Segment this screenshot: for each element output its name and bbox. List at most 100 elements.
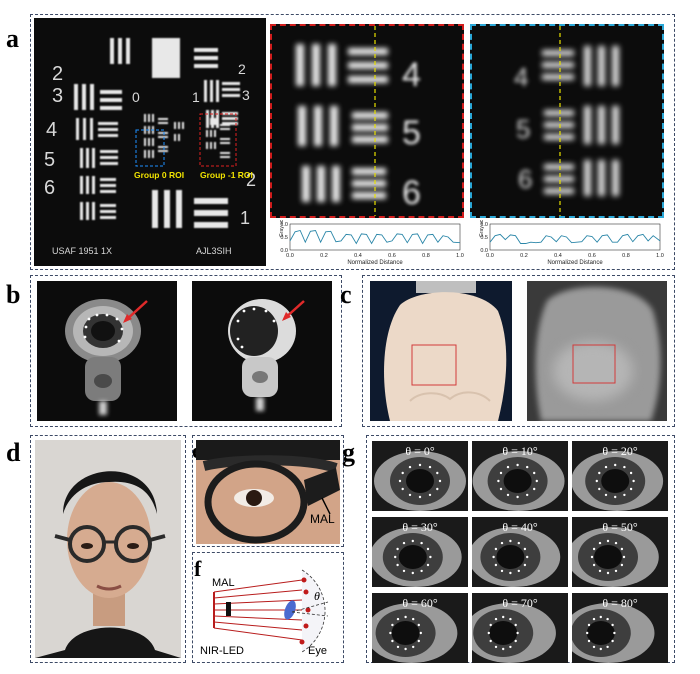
gaze-tile: θ = 80° bbox=[572, 593, 668, 663]
hand-visible-drawing bbox=[384, 281, 507, 421]
y-tick-label: 0.5 bbox=[280, 235, 288, 241]
x-tick-label: 0.4 bbox=[354, 253, 362, 259]
optical-schematic-drawing: MAL NIR-LED Eye θ bbox=[200, 569, 329, 657]
led-ring-drawing-2 bbox=[228, 299, 305, 411]
target-digit: 1 bbox=[192, 89, 200, 105]
eye-image bbox=[374, 451, 466, 511]
x-tick-label: 1.0 bbox=[456, 253, 464, 259]
x-tick-label: 0.8 bbox=[622, 253, 630, 259]
blue-zoom-digit: 6 bbox=[518, 164, 532, 194]
group-minus1-zoom-image: 4 5 6 bbox=[270, 24, 464, 218]
gaze-angle-label: θ = 40° bbox=[502, 520, 538, 534]
y-axis-label: Gray scale bbox=[479, 220, 485, 237]
roi-box bbox=[411, 344, 457, 386]
target-digit: 5 bbox=[44, 149, 55, 171]
y-axis-label: Gray scale bbox=[279, 220, 285, 237]
x-tick-label: 0.2 bbox=[320, 253, 328, 259]
panel-e-frame bbox=[192, 435, 344, 547]
gaze-angle-label: θ = 80° bbox=[602, 596, 638, 610]
x-tick-label: 0.4 bbox=[554, 253, 562, 259]
red-zoom-digit: 5 bbox=[402, 114, 421, 152]
plot-area bbox=[489, 223, 661, 251]
target-digit: 1 bbox=[240, 208, 250, 228]
x-axis-label: Normalized Distance bbox=[347, 260, 403, 266]
y-tick-label: 1.0 bbox=[280, 222, 288, 228]
series-line bbox=[489, 233, 661, 244]
y-tick-label: 0.0 bbox=[280, 248, 288, 254]
gaze-tile: θ = 30° bbox=[372, 517, 468, 587]
panel-d-frame bbox=[30, 435, 186, 663]
wearer-portrait-drawing bbox=[35, 471, 181, 658]
gaze-tile: θ = 40° bbox=[472, 517, 568, 587]
hand-photo-nir bbox=[527, 281, 667, 421]
panel-b-frame bbox=[30, 275, 342, 427]
led-ring-photo-1 bbox=[37, 281, 177, 421]
panel-label-b: b bbox=[6, 280, 21, 309]
target-digit: 3 bbox=[52, 85, 63, 107]
target-digit: 2 bbox=[238, 61, 246, 77]
target-digit: 3 bbox=[242, 87, 250, 103]
eye-image bbox=[472, 451, 565, 511]
eye-closeup-drawing bbox=[196, 440, 340, 544]
eye-image bbox=[572, 527, 659, 587]
mal-lens-icon bbox=[226, 602, 231, 616]
gaze-angle-label: θ = 50° bbox=[602, 520, 638, 534]
panel-label-a: a bbox=[6, 24, 19, 53]
usaf-target-drawing: 2 3 4 5 6 0 1 2 3 2 1 USAF 1951 1X AJL3S… bbox=[44, 38, 256, 256]
panel-label-g: g bbox=[342, 438, 355, 467]
panel-label-c: c bbox=[340, 280, 352, 309]
hand-nir-drawing bbox=[535, 287, 661, 421]
blue-zoom-digit: 5 bbox=[516, 114, 530, 144]
gaze-tile: θ = 10° bbox=[472, 441, 568, 511]
gaze-angle-label: θ = 70° bbox=[502, 596, 538, 610]
x-tick-label: 0.8 bbox=[422, 253, 430, 259]
gaze-angle-label: θ = 60° bbox=[402, 596, 438, 610]
x-tick-label: 1.0 bbox=[656, 253, 664, 259]
y-tick-label: 1.0 bbox=[480, 222, 488, 228]
x-axis-label: Normalized Distance bbox=[547, 260, 603, 266]
target-caption-left: USAF 1951 1X bbox=[52, 246, 112, 256]
x-tick-label: 0.2 bbox=[520, 253, 528, 259]
eye-image bbox=[472, 527, 561, 587]
roi-box bbox=[572, 344, 616, 384]
group1-roi-box bbox=[199, 113, 237, 167]
x-tick-label: 0.6 bbox=[388, 253, 396, 259]
group0-roi-label: Group 0 ROI bbox=[134, 170, 185, 180]
gaze-angle-label: θ = 10° bbox=[502, 444, 538, 458]
y-tick-label: 0.0 bbox=[480, 248, 488, 254]
eye-image bbox=[572, 603, 655, 663]
plot-area bbox=[289, 223, 461, 251]
target-digit: 0 bbox=[132, 89, 140, 105]
eye-image bbox=[472, 603, 556, 663]
blue-zoom-digit: 4 bbox=[514, 62, 528, 92]
mal-label: MAL bbox=[310, 512, 335, 526]
panel-c-frame bbox=[362, 275, 675, 427]
x-tick-label: 0.6 bbox=[588, 253, 596, 259]
gaze-angle-label: θ = 0° bbox=[405, 444, 435, 458]
blue-zoom-bars: 4 5 6 bbox=[514, 26, 619, 216]
profile-chart-blue-svg: Gray scale 0.0 0.5 1.0 0.0 0.2 0.4 0.6 0.8 1.0Nor… bbox=[479, 213, 664, 266]
eye-image bbox=[372, 603, 458, 663]
group1-roi-label: Group -1 ROI bbox=[200, 170, 253, 180]
panel-label-f: f bbox=[194, 556, 202, 581]
gaze-tile: θ = 50° bbox=[572, 517, 668, 587]
target-digit: 6 bbox=[44, 177, 55, 199]
y-tick-label: 0.5 bbox=[480, 235, 488, 241]
red-zoom-digit: 4 bbox=[402, 56, 421, 94]
eye-image bbox=[372, 527, 462, 587]
optical-schematic: MAL NIR-LED Eye θ bbox=[196, 556, 340, 660]
schematic-theta-label: θ bbox=[314, 589, 320, 603]
gaze-tile: θ = 20° bbox=[572, 441, 668, 511]
panel-f-frame bbox=[192, 552, 344, 663]
usaf-target-image: 2 3 4 5 6 0 1 2 3 2 1 USAF 1951 1X AJL3S… bbox=[34, 18, 266, 266]
schematic-mal-label: MAL bbox=[212, 577, 235, 589]
led-ring-photo-2 bbox=[192, 281, 332, 421]
series-line bbox=[289, 229, 461, 245]
x-tick-label: 0.0 bbox=[486, 253, 494, 259]
panel-label-d: d bbox=[6, 438, 21, 467]
panel-a-frame bbox=[30, 14, 675, 270]
mal-pointer-line bbox=[321, 497, 331, 515]
schematic-eye-label: Eye bbox=[308, 645, 327, 657]
